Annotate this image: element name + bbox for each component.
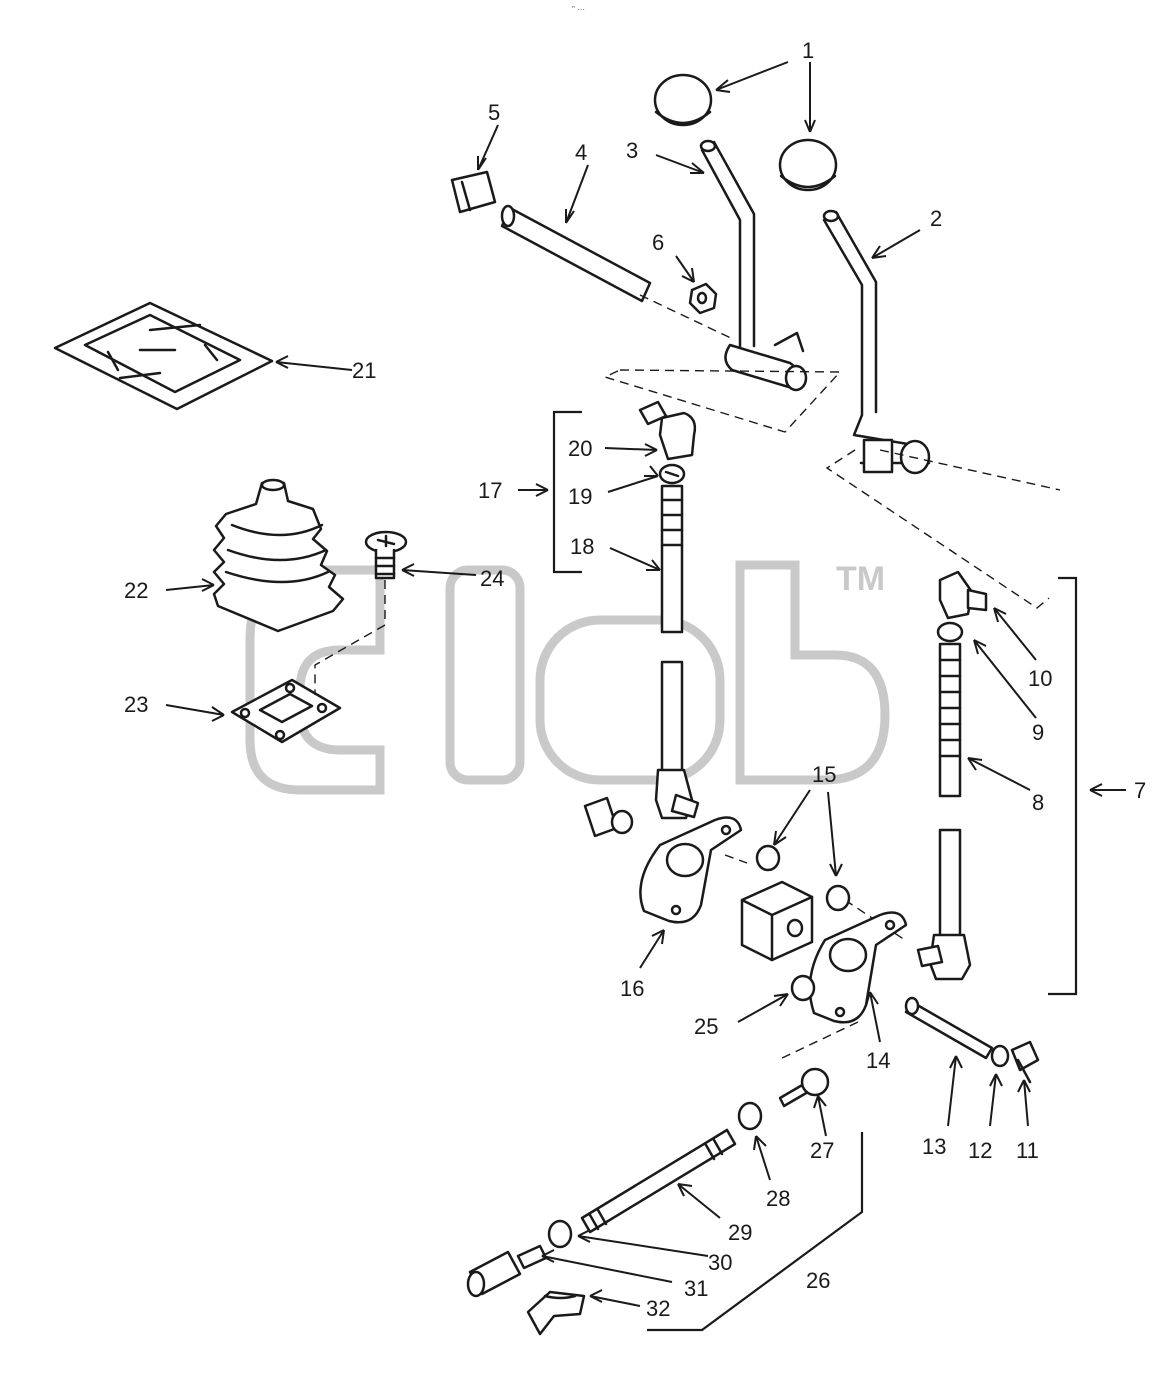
clip-part-32 (526, 1290, 586, 1336)
nut-part-6 (688, 282, 718, 315)
nut-part-9 (936, 621, 964, 643)
callout-4: 4 (575, 140, 587, 165)
callout-25: 25 (694, 1014, 718, 1039)
plate-part-23 (230, 678, 342, 744)
callout-21: 21 (352, 358, 376, 383)
clip-near-part-16 (583, 796, 634, 838)
callout-30: 30 (708, 1250, 732, 1275)
washer-part-25 (790, 974, 816, 1002)
pin-part-13 (904, 996, 994, 1060)
nut-part-30 (547, 1219, 573, 1249)
callout-26: 26 (806, 1268, 830, 1293)
callout-5: 5 (488, 100, 500, 125)
threaded-rod-part-29 (580, 1128, 737, 1234)
screw-part-24 (314, 530, 408, 695)
ball-joint-part-20 (638, 400, 697, 461)
rod-part-18 (654, 484, 700, 820)
callout-15: 15 (812, 762, 836, 787)
clip-part-5 (450, 170, 497, 214)
callout-28: 28 (766, 1186, 790, 1211)
callout-3: 3 (626, 138, 638, 163)
callout-29: 29 (728, 1220, 752, 1245)
rod-part-8 (916, 642, 972, 981)
leader-lines (165, 61, 1126, 1307)
callout-8: 8 (1032, 790, 1044, 815)
callout-19: 19 (568, 484, 592, 509)
callout-9: 9 (1032, 720, 1044, 745)
callout-labels: 1 2 3 4 5 6 7 8 9 10 11 12 13 14 15 16 1… (124, 38, 1146, 1321)
bracket-part-14 (808, 911, 908, 1024)
watermark-tm: TM (836, 560, 885, 598)
nut-part-19 (658, 463, 686, 485)
bracket-lines (552, 410, 1078, 1332)
callout-7: 7 (1134, 778, 1146, 803)
knob-part-1 (653, 73, 838, 192)
ball-stud-part-27 (778, 1067, 830, 1108)
rubber-boot-part-22 (212, 478, 345, 633)
shift-pattern-decal-part-21 (53, 301, 274, 411)
header-mark: " ··· (572, 5, 585, 14)
nut-part-15 (755, 844, 851, 912)
callout-20: 20 (568, 436, 592, 461)
clevis-part-31 (466, 1244, 548, 1298)
lever-part-2 (822, 209, 931, 475)
callout-17: 17 (478, 478, 502, 503)
callout-14: 14 (866, 1048, 890, 1073)
callout-27: 27 (810, 1138, 834, 1163)
callout-6: 6 (652, 230, 664, 255)
ball-joint-part-10 (938, 570, 988, 620)
clip-part-11 (1010, 1040, 1040, 1084)
callout-23: 23 (124, 692, 148, 717)
block (740, 880, 814, 962)
callout-22: 22 (124, 578, 148, 603)
shaft-part-4 (500, 204, 652, 303)
callout-24: 24 (480, 566, 504, 591)
callout-10: 10 (1028, 666, 1052, 691)
callout-11: 11 (1016, 1138, 1039, 1163)
washer-part-12 (990, 1044, 1010, 1068)
callout-32: 32 (646, 1296, 670, 1321)
bracket-part-16 (639, 816, 743, 924)
callout-12: 12 (968, 1138, 992, 1163)
callout-13: 13 (922, 1134, 946, 1159)
callout-1: 1 (802, 38, 814, 63)
callout-18: 18 (570, 534, 594, 559)
watermark-logo: TM (245, 560, 890, 795)
callout-31: 31 (684, 1276, 708, 1301)
callout-16: 16 (620, 976, 644, 1001)
callout-2: 2 (930, 206, 942, 231)
nut-part-28 (737, 1101, 763, 1131)
